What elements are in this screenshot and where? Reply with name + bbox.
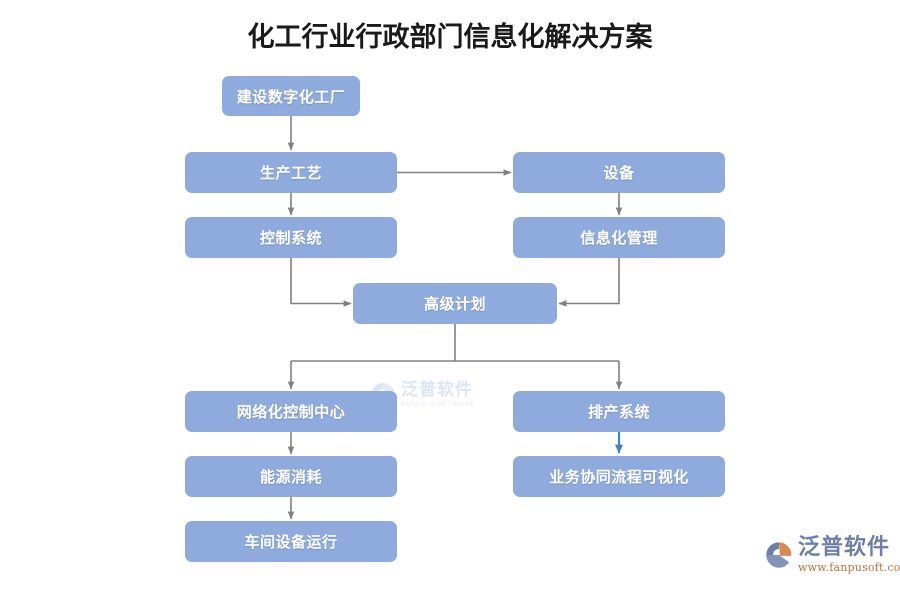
logo-website-url: www.fanpusoft.com [798,561,900,575]
node-scheduling-system[interactable]: 排产系统 [513,391,725,432]
node-control-system[interactable]: 控制系统 [185,217,397,258]
page-title: 化工行业行政部门信息化解决方案 [247,22,653,53]
connector-control-to-planning [290,258,352,307]
fanpu-logo-text: 泛普软件 www.fanpusoft.com [798,535,900,575]
fanpu-logo: 泛普软件 www.fanpusoft.com [762,535,900,590]
node-digital-factory[interactable]: 建设数字化工厂 [222,76,360,116]
node-informatization-management[interactable]: 信息化管理 [513,217,725,258]
node-network-control-center[interactable]: 网络化控制中心 [185,391,397,432]
node-process-visualization[interactable]: 业务协同流程可视化 [513,456,725,497]
logo-company-name: 泛普软件 [798,535,891,560]
node-production-process[interactable]: 生产工艺 [185,152,397,193]
node-workshop-operation[interactable]: 车间设备运行 [185,521,397,562]
node-equipment[interactable]: 设备 [513,152,725,193]
connector-info-to-planning [558,258,620,307]
fanpu-logo-icon [762,538,796,572]
node-advanced-planning[interactable]: 高级计划 [353,283,557,324]
node-energy-consumption[interactable]: 能源消耗 [185,456,397,497]
